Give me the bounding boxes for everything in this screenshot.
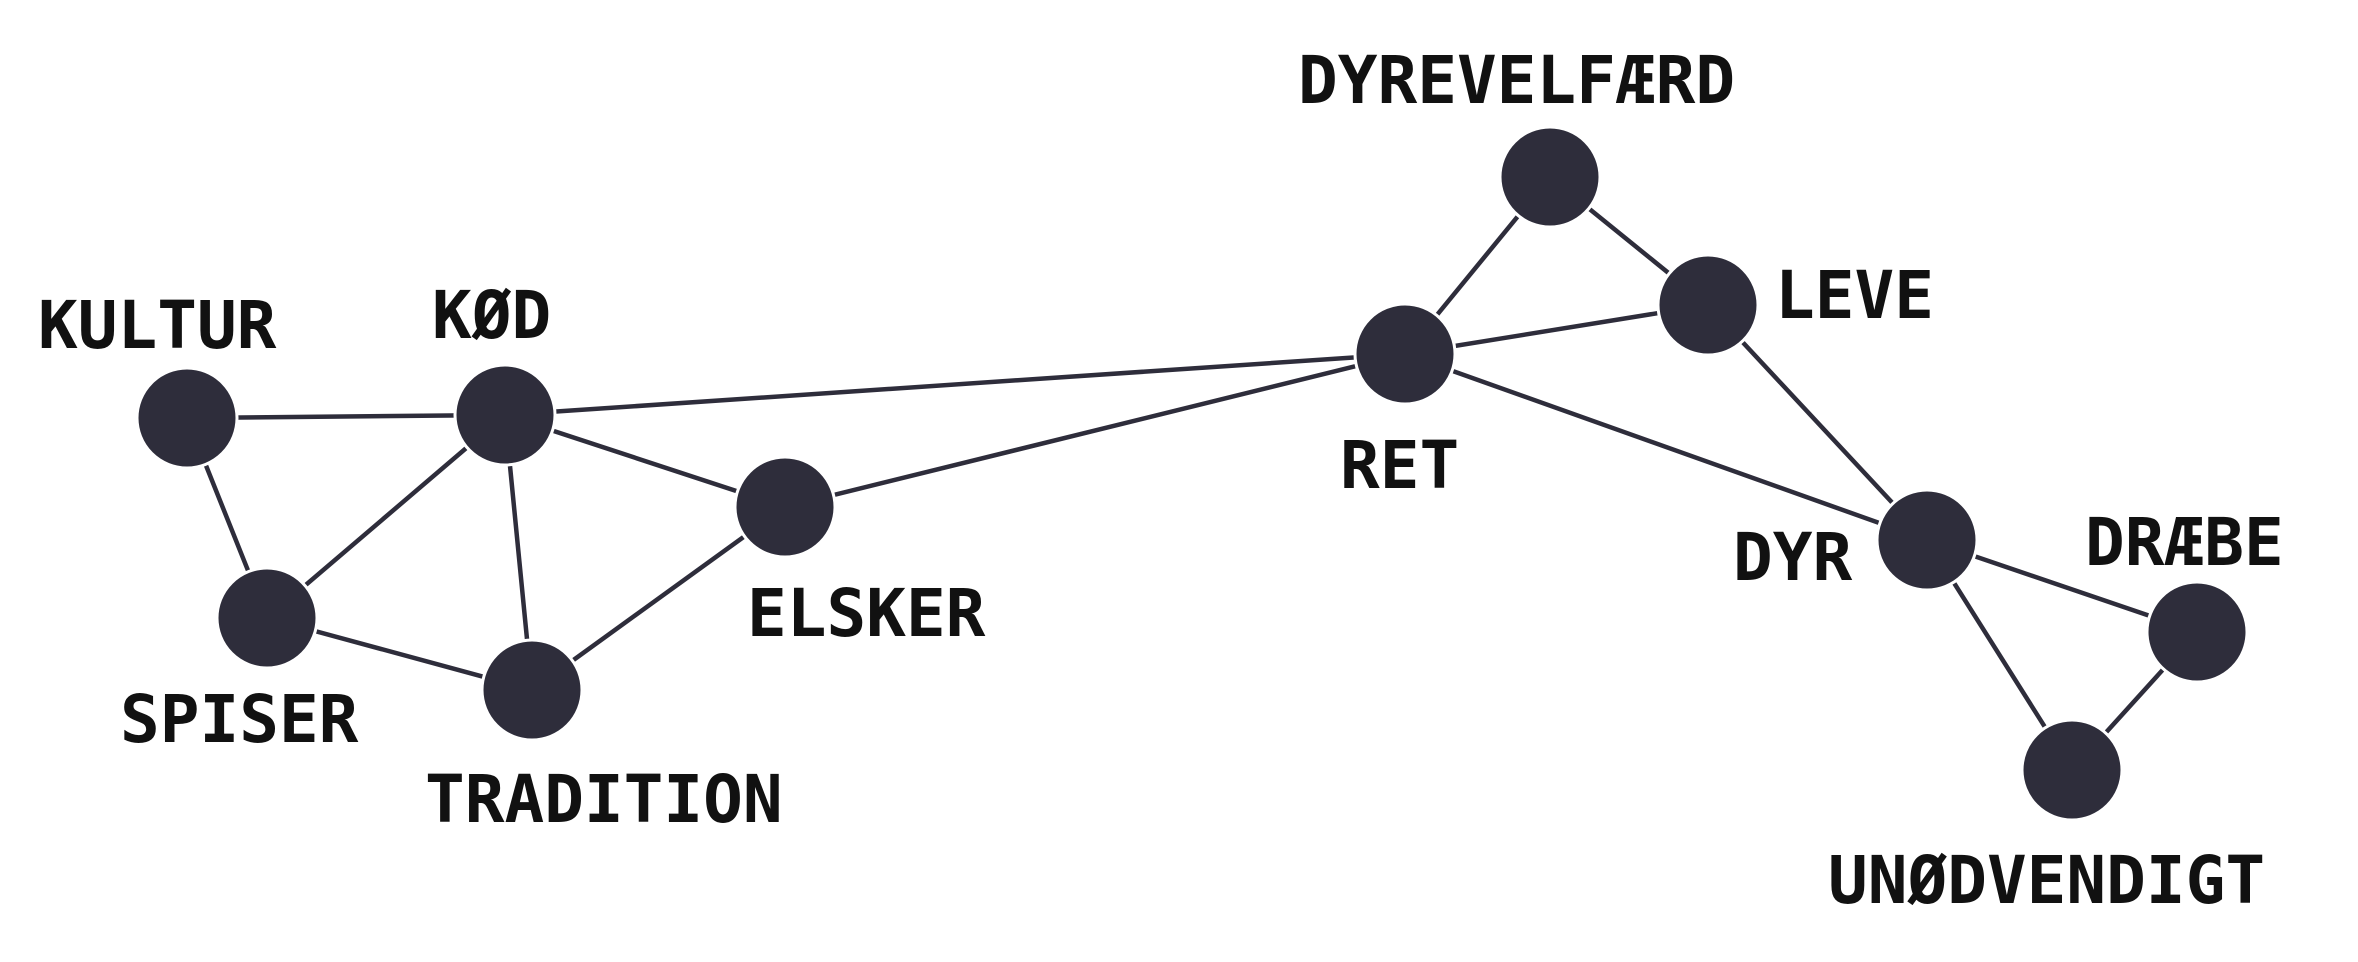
node-label-draebe: DRÆBE [2085,504,2284,581]
node-kod [453,363,557,467]
node-dyr [1875,488,1979,592]
node-dyrevelfaerd [1498,125,1602,229]
edge-elsker-ret [782,351,1408,510]
node-unodvendigt [2020,718,2124,822]
node-spiser [215,566,319,670]
node-label-dyr: DYR [1733,519,1852,596]
node-elsker [733,455,837,559]
node-label-spiser: SPISER [120,681,359,758]
node-label-elsker: ELSKER [747,575,986,652]
edge-tradition-elsker [529,504,788,693]
node-label-kultur: KULTUR [38,287,277,364]
node-draebe [2145,580,2249,684]
node-leve [1656,253,1760,357]
nodes-layer [135,125,2249,822]
edge-kod-spiser [264,412,508,621]
edge-leve-dyr [1705,302,1930,543]
edge-ret-dyr [1402,351,1930,543]
node-label-unodvendigt: UNØDVENDIGT [1828,842,2265,919]
node-ret [1353,302,1457,406]
edge-kultur-kod [184,412,508,421]
node-label-dyrevelfaerd: DYREVELFÆRD [1298,42,1735,119]
node-label-kod: KØD [432,277,551,354]
edge-kod-ret [502,351,1408,418]
labels-layer: KULTUR KØD SPISER TRADITION ELSKER RET DYREVEL… [38,42,2284,919]
node-tradition [480,638,584,742]
node-label-leve: LEVE [1775,257,1934,334]
node-label-ret: RET [1340,427,1459,504]
node-kultur [135,366,239,470]
node-label-tradition: TRADITION [425,761,783,838]
